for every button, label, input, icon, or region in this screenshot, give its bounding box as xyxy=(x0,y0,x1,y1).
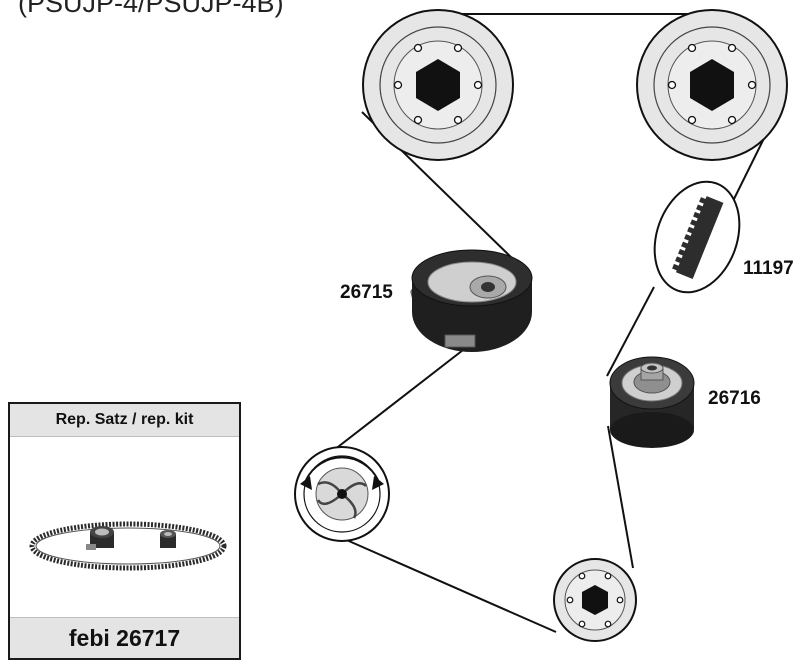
camshaft-pulley-right xyxy=(637,10,787,160)
belt-run-to-crank xyxy=(608,426,633,568)
idler-pulley-image xyxy=(610,357,694,448)
header-text: (PSUJP-4/PSUJP-4B) xyxy=(18,0,284,19)
kit-idler-icon xyxy=(160,530,176,548)
part-label-belt: 11197 xyxy=(743,258,794,280)
part-label-idler: 26716 xyxy=(708,388,761,410)
repair-kit-title: Rep. Satz / rep. kit xyxy=(10,404,239,437)
water-pump-icon xyxy=(295,447,389,541)
repair-kit-part-number: febi 26717 xyxy=(10,617,239,658)
repair-kit-image xyxy=(28,514,228,574)
belt-detail-callout xyxy=(640,170,754,304)
part-label-tensioner: 26715 xyxy=(340,282,393,304)
repair-kit-panel: Rep. Satz / rep. kit febi 26717 xyxy=(8,402,241,660)
tensioner-pulley-image xyxy=(410,250,532,352)
belt-bottom-run xyxy=(342,538,556,632)
crankshaft-pulley xyxy=(554,559,636,641)
camshaft-pulley-left xyxy=(363,10,513,160)
